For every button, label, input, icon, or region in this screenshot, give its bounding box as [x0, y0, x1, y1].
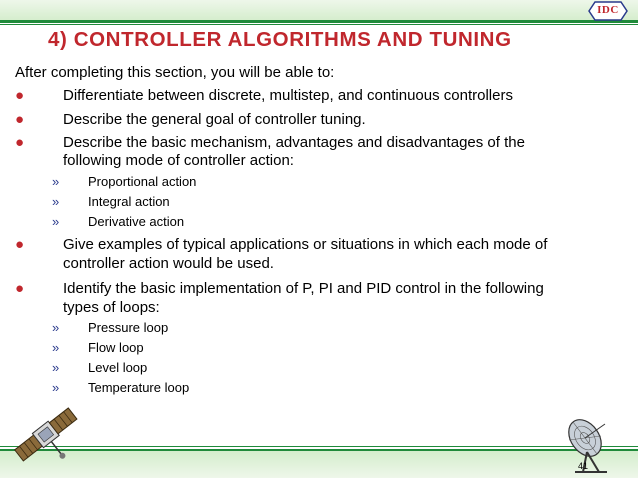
bullet-text: Describe the basic mechanism, advantages…: [63, 134, 525, 151]
sub-item-text: Integral action: [88, 194, 170, 209]
bullet-text: types of loops:: [63, 299, 160, 316]
chevron-icon: »: [52, 214, 60, 229]
bullet-icon: ●: [15, 280, 25, 297]
chevron-icon: »: [52, 360, 60, 375]
bullet-icon: ●: [15, 87, 25, 104]
top-divider-thin: [0, 24, 638, 25]
chevron-icon: »: [52, 340, 60, 355]
top-band: [0, 0, 638, 21]
sub-item-text: Proportional action: [88, 174, 197, 189]
logo-shape-icon: [588, 1, 628, 21]
chevron-icon: »: [52, 194, 60, 209]
bottom-divider-thin: [0, 446, 638, 447]
logo-text: IDC: [597, 4, 619, 16]
idc-logo: IDC: [585, 1, 631, 21]
bullet-icon: ●: [15, 236, 25, 253]
bullet-text: following mode of controller action:: [63, 152, 294, 169]
chevron-icon: »: [52, 320, 60, 335]
bottom-divider: [0, 449, 638, 451]
chevron-icon: »: [52, 174, 60, 189]
satellite-icon: [14, 407, 78, 462]
bullet-text: controller action would be used.: [63, 255, 274, 272]
sub-item-text: Flow loop: [88, 340, 144, 355]
bullet-text: Identify the basic implementation of P, …: [63, 280, 544, 297]
bullet-text: Differentiate between discrete, multiste…: [63, 87, 513, 104]
top-divider: [0, 20, 638, 23]
bullet-text: Describe the general goal of controller …: [63, 111, 366, 128]
bottom-band: [0, 451, 638, 478]
sub-item-text: Level loop: [88, 360, 148, 375]
bullet-icon: ●: [15, 111, 25, 128]
page-number: 41: [578, 461, 589, 471]
chevron-icon: »: [52, 380, 60, 395]
bullet-text: Give examples of typical applications or…: [63, 236, 548, 253]
intro-text: After completing this section, you will …: [15, 64, 335, 81]
sub-item-text: Pressure loop: [88, 320, 169, 335]
sub-item-text: Derivative action: [88, 214, 185, 229]
bullet-icon: ●: [15, 134, 25, 151]
slide-title: 4) CONTROLLER ALGORITHMS AND TUNING: [48, 28, 512, 51]
satellite-dish-icon: [568, 419, 607, 473]
sub-item-text: Temperature loop: [88, 380, 190, 395]
